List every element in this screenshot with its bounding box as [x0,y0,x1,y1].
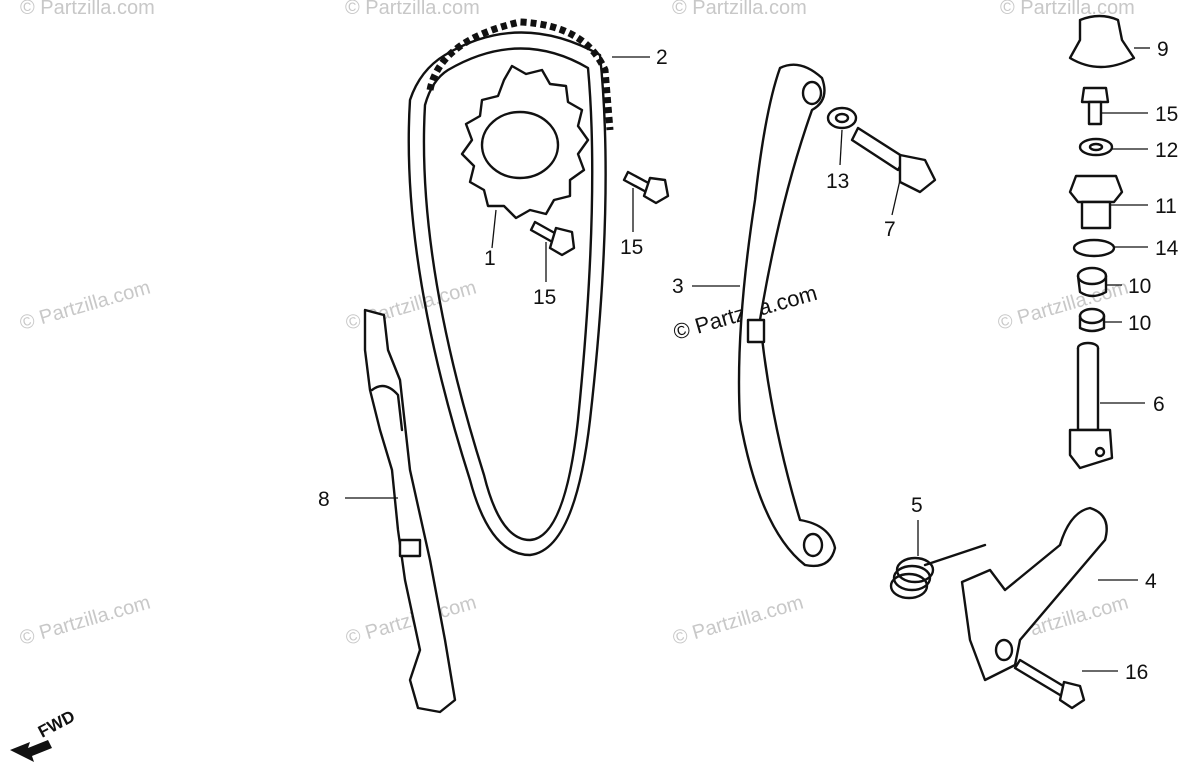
callout-11[interactable]: 11 [1155,195,1177,218]
watermark: © Partzilla.com [17,592,153,650]
bolt[interactable] [1080,86,1110,126]
sealing-cap[interactable] [1068,14,1136,69]
callout-13[interactable]: 13 [826,170,849,193]
callout-15-left[interactable]: 15 [533,286,556,309]
callout-15-center[interactable]: 15 [620,236,643,259]
washer[interactable] [1078,137,1114,157]
chain-guide[interactable] [363,308,457,714]
watermark: © Partzilla.com [672,0,807,19]
callout-10-upper[interactable]: 10 [1128,275,1151,298]
cam-chain[interactable] [407,18,614,557]
callout-2[interactable]: 2 [656,46,668,69]
callout-10-lower[interactable]: 10 [1128,312,1151,335]
tensioner-arm[interactable] [960,506,1108,682]
callout-4[interactable]: 4 [1145,570,1157,593]
tensioner-spring[interactable] [889,543,987,600]
tensioner-bolt[interactable] [1068,174,1124,230]
callout-15-right[interactable]: 15 [1155,103,1178,126]
tensioner-push-rod[interactable] [1068,341,1114,470]
bolt[interactable] [1013,658,1086,710]
watermark: © Partzilla.com [670,592,806,650]
washer[interactable] [826,106,858,130]
o-ring[interactable] [1072,238,1116,258]
cam-sprocket[interactable] [460,64,590,220]
callout-5[interactable]: 5 [911,494,923,517]
callout-9[interactable]: 9 [1157,38,1169,61]
bolt[interactable] [529,220,576,257]
pivot-bolt[interactable] [850,126,937,194]
fwd-label: FWD [35,707,78,742]
callout-14[interactable]: 14 [1155,237,1179,260]
watermark: © Partzilla.com [17,277,153,335]
collar[interactable] [1076,266,1108,298]
callout-3[interactable]: 3 [672,275,684,298]
callout-8[interactable]: 8 [318,488,330,511]
watermark: © Partzilla.com [343,277,479,335]
watermark: © Partzilla.com [1000,0,1135,19]
callout-16[interactable]: 16 [1125,661,1148,684]
callouts: 1 2 3 4 5 6 7 8 9 10 10 11 12 13 14 15 1 [318,38,1179,684]
callout-12[interactable]: 12 [1155,139,1178,162]
callout-6[interactable]: 6 [1153,393,1165,416]
callout-7[interactable]: 7 [884,218,896,241]
watermark: © Partzilla.com [345,0,480,19]
callout-1[interactable]: 1 [484,247,496,270]
collar[interactable] [1078,307,1106,333]
forward-arrow: FWD [10,707,78,762]
watermark: © Partzilla.com [20,0,155,19]
bolt[interactable] [622,170,670,205]
chain-tensioner[interactable] [737,63,837,568]
watermark-layer: © Partzilla.com © Partzilla.com © Partzi… [17,0,1134,650]
